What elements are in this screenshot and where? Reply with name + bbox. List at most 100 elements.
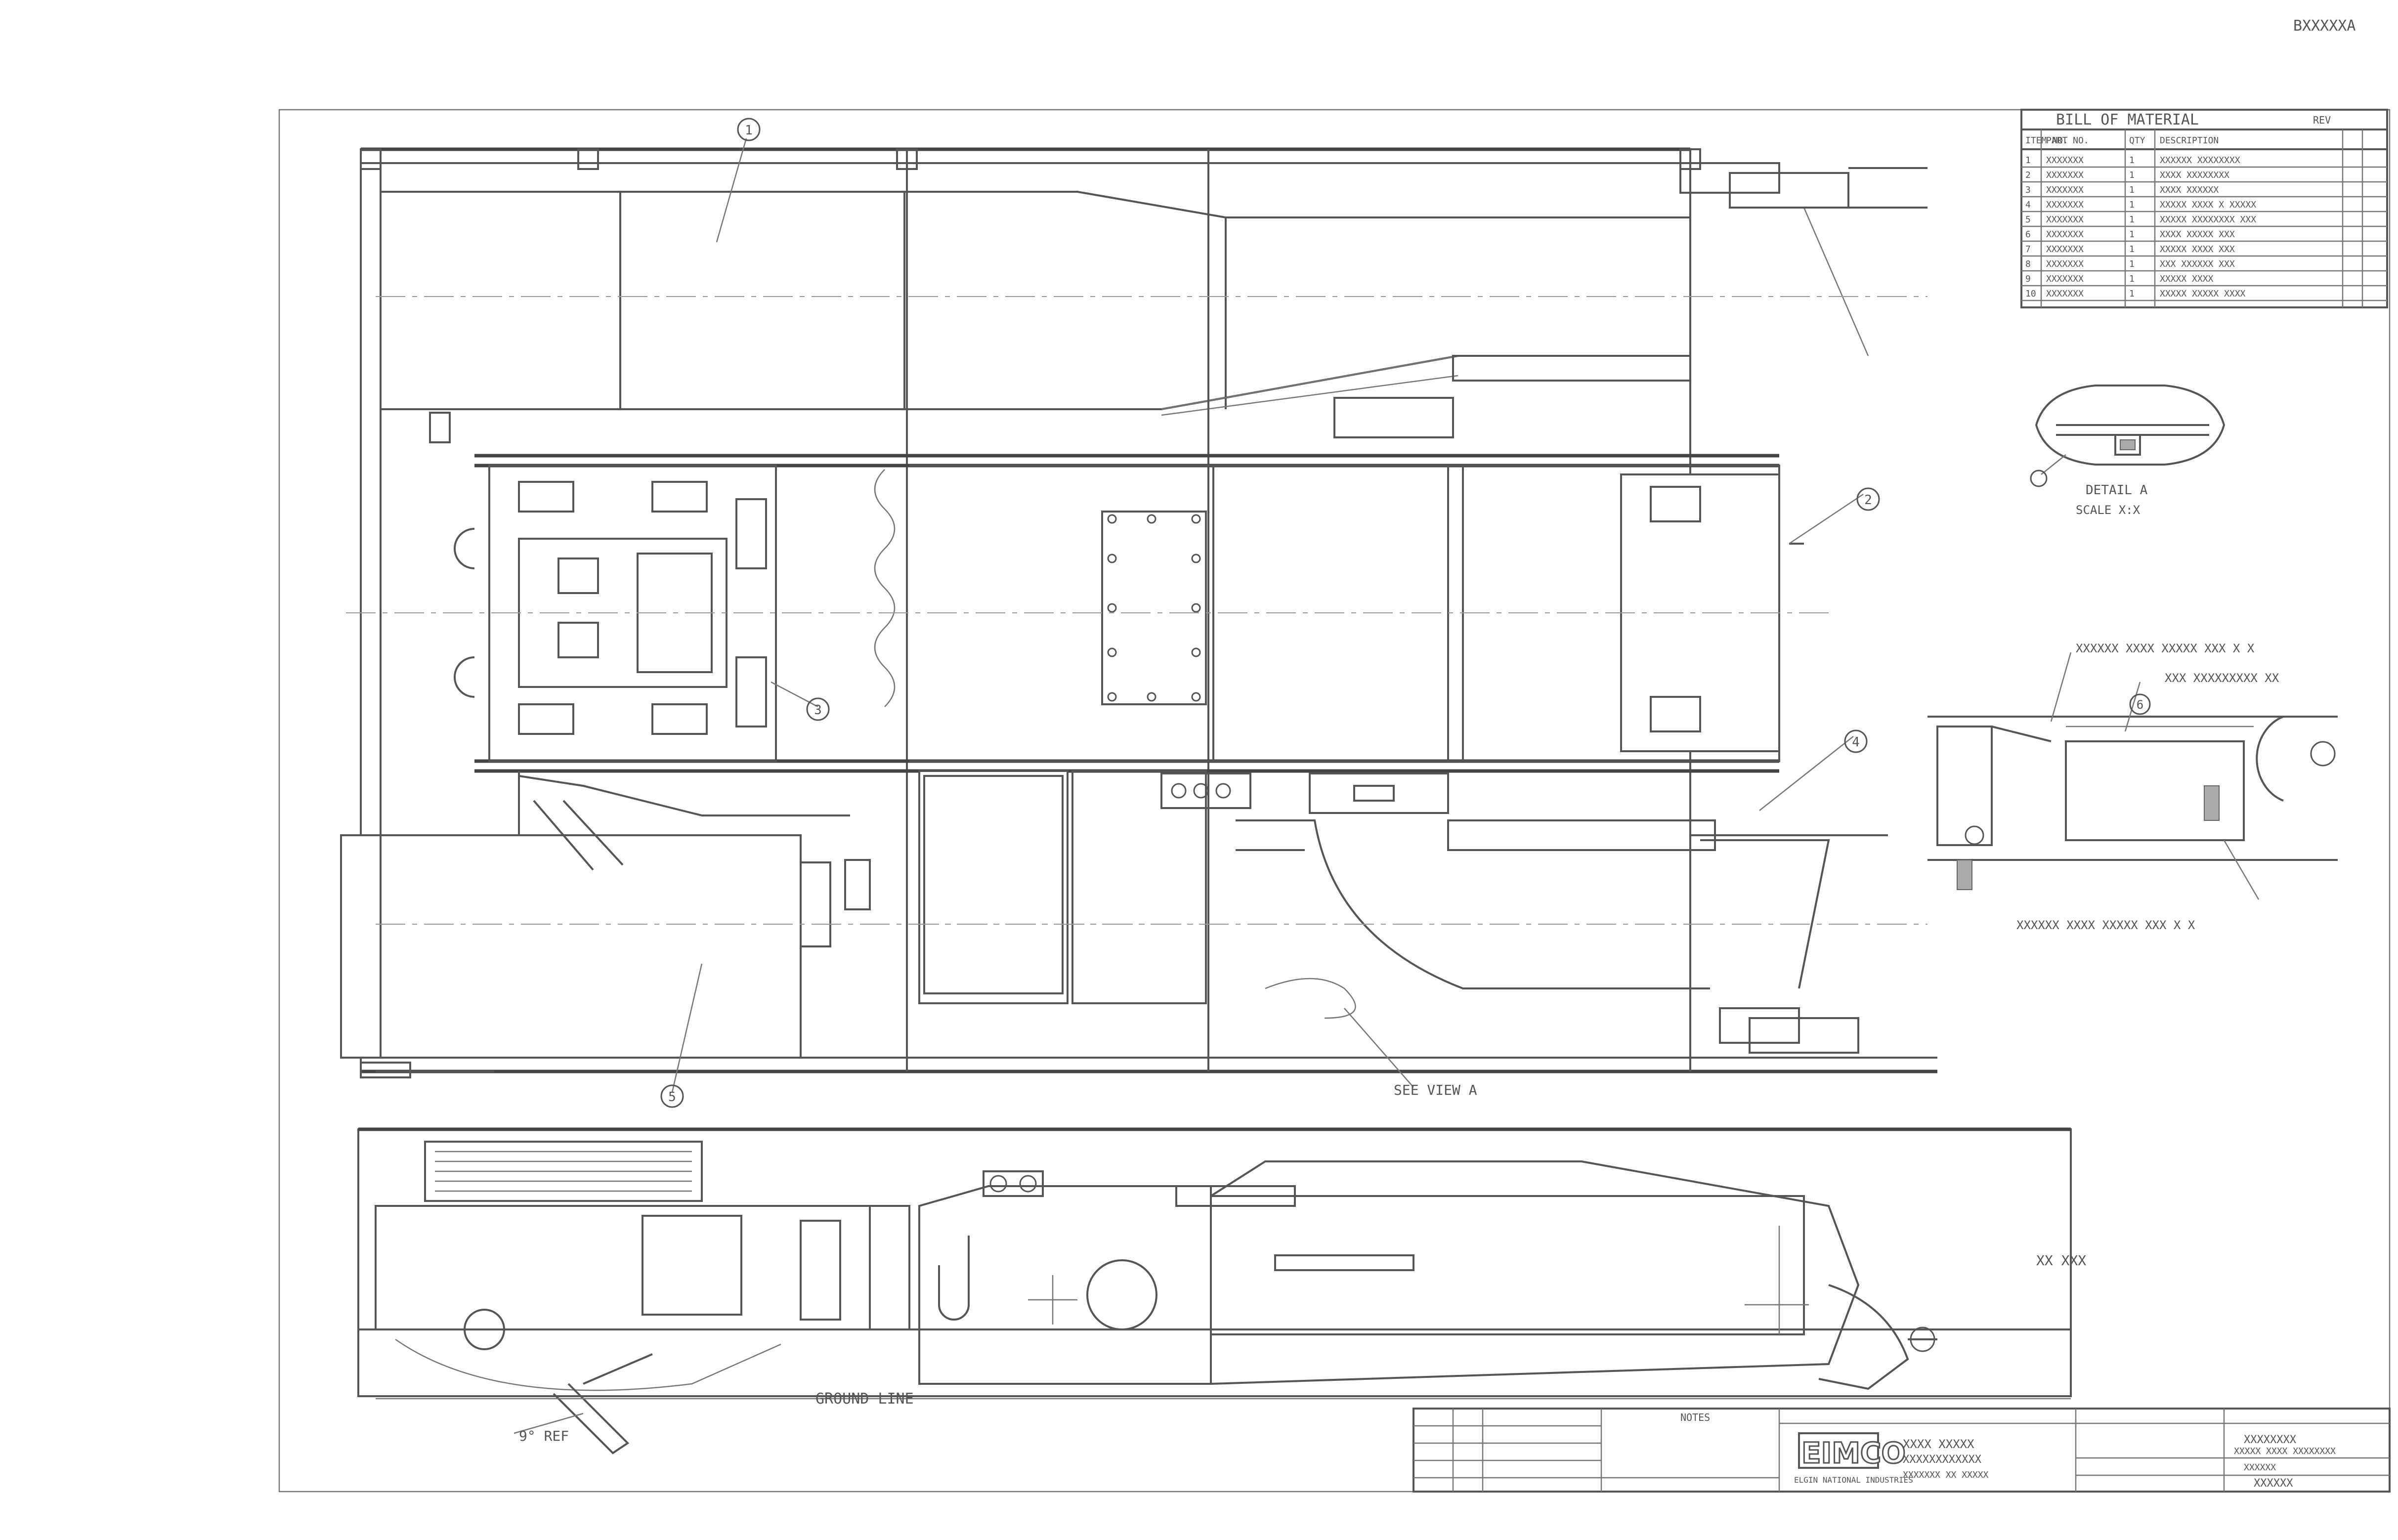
company-logo: EIMCO bbox=[1801, 1436, 1906, 1470]
height-dimension: XX XXX bbox=[2036, 1252, 2086, 1269]
title-block bbox=[1413, 1408, 2391, 1493]
division-line-3: XXXXXXX XX XXXXX bbox=[1903, 1470, 1989, 1480]
bom-header-cell: ITEM NO. bbox=[2025, 135, 2068, 146]
bom-cell-item: 3 bbox=[2025, 185, 2031, 195]
bill-of-material-table bbox=[2020, 109, 2388, 308]
bom-cell-part: XXXXXXX bbox=[2046, 185, 2084, 195]
bom-header-row: ITEM NO.PART NO. QTY DESCRIPTION bbox=[2025, 135, 2219, 146]
bom-row: 1 XXXXXXX 1 XXXXXX XXXXXXXX bbox=[2021, 155, 2387, 168]
bom-cell-part: XXXXXXX bbox=[2046, 200, 2084, 210]
bom-cell-part: XXXXXXX bbox=[2046, 155, 2084, 166]
bom-cell-qty: 1 bbox=[2129, 244, 2135, 255]
bom-cell-desc: XXXXX XXXX bbox=[2160, 274, 2214, 284]
sheet-border bbox=[278, 109, 2391, 1493]
balloon-2-text: 2 bbox=[1864, 493, 1872, 508]
bom-cell-desc: XXXX XXXXX XXX bbox=[2160, 229, 2235, 240]
section-note-bottom: XXXXXX XXXX XXXXX XXX X X bbox=[2016, 918, 2195, 932]
bom-cell-item: 9 bbox=[2025, 274, 2031, 284]
balloon-3: 3 bbox=[806, 697, 830, 721]
bom-cell-desc: XXXXXX XXXXXXXX bbox=[2160, 155, 2240, 166]
bom-row: 4 XXXXXXX 1 XXXXX XXXX X XXXXX bbox=[2021, 200, 2387, 213]
bom-header-cell: QTY bbox=[2129, 135, 2145, 146]
balloon-6: 6 bbox=[2129, 693, 2151, 715]
balloon-3-text: 3 bbox=[814, 703, 822, 718]
bom-cell-item: 8 bbox=[2025, 259, 2031, 269]
detail-a-label: DETAIL A bbox=[2086, 483, 2148, 498]
section-note-mid: XXX XXXXXXXXX XX bbox=[2165, 671, 2279, 685]
bom-cell-part: XXXXXXX bbox=[2046, 259, 2084, 269]
balloon-1: 1 bbox=[737, 118, 761, 141]
ground-line-label: GROUND LINE bbox=[815, 1390, 914, 1408]
bom-header-cell: DESCRIPTION bbox=[2160, 135, 2219, 146]
bom-cell-qty: 1 bbox=[2129, 289, 2135, 299]
bom-cell-part: XXXXXXX bbox=[2046, 274, 2084, 284]
bom-cell-part: XXXXXXX bbox=[2046, 214, 2084, 225]
bom-rev-label: REV bbox=[2313, 114, 2331, 126]
division-line-2: XXXXXXXXXXXX bbox=[1903, 1454, 1982, 1466]
grille-lines bbox=[435, 1151, 692, 1192]
bom-header-cell: PART NO. bbox=[2046, 135, 2089, 146]
balloon-1-text: 1 bbox=[745, 123, 753, 138]
side-view bbox=[357, 1127, 2072, 1454]
drawing-number: XXXXXX bbox=[2254, 1477, 2293, 1490]
sheet-code: BXXXXXA bbox=[2293, 17, 2355, 35]
company-subtitle: ELGIN NATIONAL INDUSTRIES bbox=[1794, 1475, 1913, 1485]
section-detail-view bbox=[1927, 652, 2338, 900]
angle-dimension: 9° REF bbox=[519, 1428, 569, 1444]
bom-cell-qty: 1 bbox=[2129, 200, 2135, 210]
bom-cell-qty: 1 bbox=[2129, 214, 2135, 225]
title-notes-heading: NOTES bbox=[1680, 1412, 1710, 1423]
bom-cell-item: 2 bbox=[2025, 170, 2031, 180]
bom-cell-item: 1 bbox=[2025, 155, 2031, 166]
bom-cell-qty: 1 bbox=[2129, 155, 2135, 166]
bom-cell-qty: 1 bbox=[2129, 229, 2135, 240]
drawing-title-2: XXXXX XXXX XXXXXXXX bbox=[2234, 1446, 2336, 1456]
bom-cell-qty: 1 bbox=[2129, 170, 2135, 180]
bom-cell-desc: XXXXX XXXXXXXX XXX bbox=[2160, 214, 2256, 225]
bom-cell-desc: XXXX XXXXXXXX bbox=[2160, 170, 2229, 180]
drawing-title-1: XXXXXXXX bbox=[2244, 1434, 2297, 1446]
bom-row: 6 XXXXXXX 1 XXXX XXXXX XXX bbox=[2021, 229, 2387, 242]
bom-cell-item: 6 bbox=[2025, 229, 2031, 240]
bom-cell-item: 5 bbox=[2025, 214, 2031, 225]
bom-cell-desc: XXX XXXXXX XXX bbox=[2160, 259, 2235, 269]
bom-cell-item: 10 bbox=[2025, 289, 2036, 299]
bom-cell-item: 7 bbox=[2025, 244, 2031, 255]
balloon-4: 4 bbox=[1844, 729, 1868, 753]
bom-row: 7 XXXXXXX 1 XXXXX XXXX XXX bbox=[2021, 244, 2387, 257]
bom-cell-item: 4 bbox=[2025, 200, 2031, 210]
bom-cell-desc: XXXX XXXXXX bbox=[2160, 185, 2219, 195]
bom-cell-part: XXXXXXX bbox=[2046, 289, 2084, 299]
detail-a-scale: SCALE X:X bbox=[2076, 503, 2141, 517]
bom-cell-qty: 1 bbox=[2129, 274, 2135, 284]
bom-cell-part: XXXXXXX bbox=[2046, 170, 2084, 180]
plate-bolts bbox=[1107, 514, 1201, 702]
section-note-top: XXXXXX XXXX XXXXX XXX X X bbox=[2076, 642, 2255, 655]
bom-cell-desc: XXXXX XXXX XXX bbox=[2160, 244, 2235, 255]
bom-row: 3 XXXXXXX 1 XXXX XXXXXX bbox=[2021, 185, 2387, 198]
drawing-title-3: XXXXXX bbox=[2244, 1462, 2276, 1473]
bom-cell-desc: XXXXX XXXXX XXXX bbox=[2160, 289, 2246, 299]
bom-row: 2 XXXXXXX 1 XXXX XXXXXXXX bbox=[2021, 170, 2387, 183]
bom-row: 5 XXXXXXX 1 XXXXX XXXXXXXX XXX bbox=[2021, 214, 2387, 227]
see-view-label: SEE VIEW A bbox=[1394, 1082, 1477, 1098]
balloon-4-text: 4 bbox=[1852, 735, 1860, 750]
bom-cell-part: XXXXXXX bbox=[2046, 244, 2084, 255]
bom-title: BILL OF MATERIAL bbox=[2056, 111, 2199, 128]
bom-row: 8 XXXXXXX 1 XXX XXXXXX XXX bbox=[2021, 259, 2387, 272]
bom-cell-part: XXXXXXX bbox=[2046, 229, 2084, 240]
bom-cell-qty: 1 bbox=[2129, 185, 2135, 195]
plan-view bbox=[340, 138, 1937, 1093]
balloon-2: 2 bbox=[1856, 487, 1880, 511]
balloon-5: 5 bbox=[660, 1084, 684, 1108]
balloon-5-text: 5 bbox=[668, 1090, 676, 1105]
bom-cell-qty: 1 bbox=[2129, 259, 2135, 269]
division-line-1: XXXX XXXXX bbox=[1903, 1437, 1974, 1451]
bom-row: 10 XXXXXXX 1 XXXXX XXXXX XXXX bbox=[2021, 289, 2387, 301]
balloon-6-text: 6 bbox=[2137, 698, 2143, 712]
bom-row: 9 XXXXXXX 1 XXXXX XXXX bbox=[2021, 274, 2387, 287]
detail-a-view bbox=[2030, 385, 2226, 487]
bom-cell-desc: XXXXX XXXX X XXXXX bbox=[2160, 200, 2256, 210]
